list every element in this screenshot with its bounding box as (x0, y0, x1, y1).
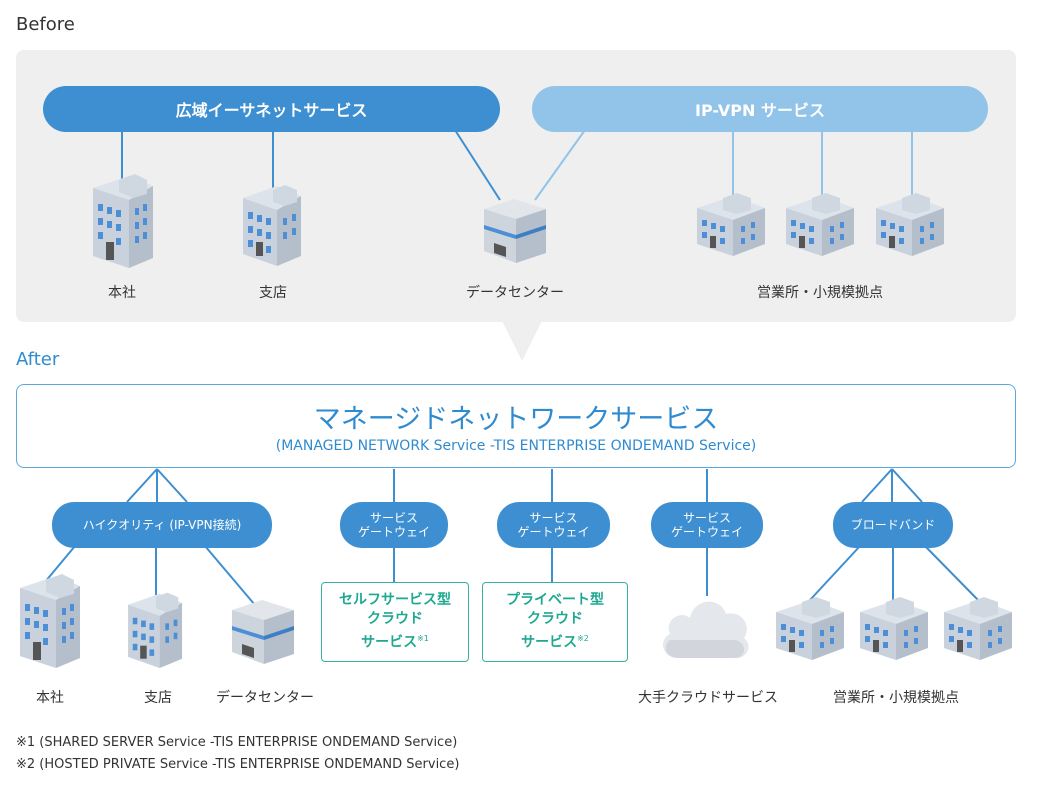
before-site-label-branch: 支店 (259, 285, 287, 301)
gateway-line2: ゲートウェイ (357, 525, 430, 539)
section-label-before: Before (16, 14, 75, 35)
footnote-mark: ※2 (577, 634, 589, 644)
office-building-icon (876, 193, 944, 256)
managed-network-subtitle: (MANAGED NETWORK Service -TIS ENTERPRISE… (275, 438, 757, 454)
public-cloud-label: 大手クラウドサービス (638, 690, 778, 706)
private-cloud-line3: サービス (521, 634, 578, 651)
before-site-label-hq: 本社 (108, 285, 136, 301)
section-label-after: After (16, 349, 60, 370)
self-cloud-line2: クラウド (367, 611, 423, 628)
private-cloud-line1: プライベート型 (506, 592, 604, 609)
before-site-label-datacenter: データセンター (466, 285, 564, 301)
managed-network-box (16, 384, 1016, 468)
managed-network-title: マネージドネットワークサービス (313, 404, 719, 435)
cloud-icon (663, 601, 749, 659)
office-building-icon (697, 193, 765, 256)
gateway-line1: サービス (682, 511, 731, 525)
office-building-icon (93, 174, 153, 268)
service-gateway-pill: サービスゲートウェイ (340, 502, 448, 548)
private-cloud-line2: クラウド (527, 611, 583, 628)
after-site-label-datacenter: データセンター (216, 690, 314, 706)
self-cloud-line1: セルフサービス型 (339, 592, 451, 609)
office-building-icon (860, 597, 928, 660)
after-site-label-offices: 営業所・小規模拠点 (833, 690, 959, 706)
transition-arrow (502, 321, 542, 361)
gateway-line2: ゲートウェイ (670, 525, 743, 539)
self-cloud-line3: サービス (361, 634, 418, 651)
before-site-label-offices: 営業所・小規模拠点 (757, 285, 883, 301)
office-building-icon (20, 574, 80, 668)
gateway-line2: ゲートウェイ (517, 525, 590, 539)
service-gateway-pill: サービスゲートウェイ (651, 502, 763, 548)
office-building-icon (128, 592, 183, 668)
gateway-line1: サービス (529, 511, 578, 525)
ipvpn-service-pill: IP-VPN サービス (532, 86, 988, 132)
office-building-icon (944, 597, 1012, 660)
ethernet-service-pill: 広域イーサネットサービス (43, 86, 500, 132)
footnote-2: ※2 (HOSTED PRIVATE Service -TIS ENTERPRI… (16, 757, 460, 772)
footnote-mark: ※1 (417, 634, 429, 644)
high-quality-line-pill: ハイクオリティ (IP-VPN接続) (52, 502, 272, 548)
datacenter-server-icon (484, 199, 546, 263)
office-building-icon (786, 193, 854, 256)
after-site-label-hq: 本社 (36, 690, 64, 706)
service-gateway-pill: サービスゲートウェイ (497, 502, 610, 548)
after-site-label-branch: 支店 (144, 690, 172, 706)
private-cloud-box: プライベート型クラウドサービス※2 (482, 582, 628, 662)
datacenter-server-icon (232, 600, 294, 664)
office-building-icon (776, 597, 844, 660)
gateway-line1: サービス (369, 511, 418, 525)
self-service-cloud-box: セルフサービス型クラウドサービス※1 (321, 582, 469, 662)
office-building-icon (243, 185, 301, 266)
footnote-1: ※1 (SHARED SERVER Service -TIS ENTERPRIS… (16, 735, 458, 750)
broadband-line-pill: ブロードバンド (833, 502, 953, 548)
